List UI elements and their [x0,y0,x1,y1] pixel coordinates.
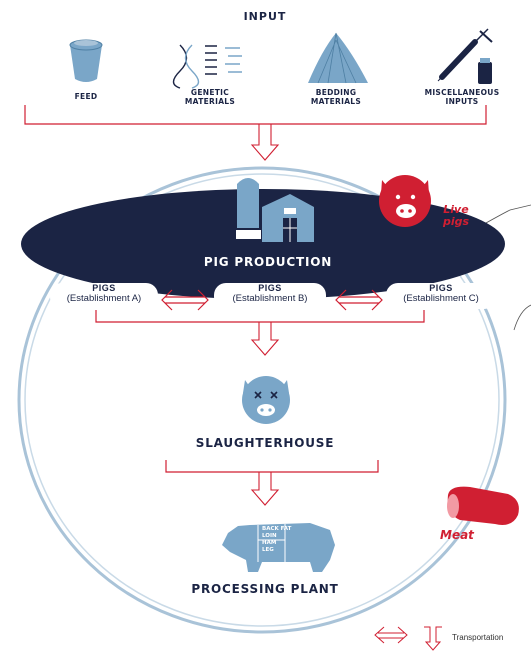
pig-production-ellipse [21,189,505,299]
farm-barn-icon [236,178,314,242]
slaughter-bracket [165,460,379,473]
establishment-b-name: (Establishment B) [232,293,308,304]
cut-loin: LOIN [262,533,277,539]
slaughter-pig-icon [242,376,290,424]
establishment-b-title: PIGS [258,283,282,293]
cut-leg: LEG [262,547,274,553]
cut-back-fat: BACK FAT [262,526,292,532]
salami-icon [447,486,519,525]
legend-transportation-label: Transportation [452,633,504,642]
establishment-a: PIGS (Establishment A) [50,283,158,309]
live-pigs-label: Live pigs [442,203,470,228]
input-feed-label: FEED [74,92,98,101]
legend-transport-arrows-icon [374,626,408,644]
establishment-a-title: PIGS [92,283,116,293]
meat-cuts-pig-icon [222,523,335,572]
down-arrow-slaughter [250,472,280,506]
input-title: INPUT [243,10,287,23]
live-pig-icon [379,175,431,227]
meat-cut-labels: BACK FAT LOIN HAM LEG [262,526,322,554]
feed-bucket-icon [69,39,103,82]
establishment-c: PIGS (Establishment C) [386,283,496,309]
establishment-c-name: (Establishment C) [403,293,479,304]
dna-icon [172,44,242,89]
cut-ham: HAM [262,540,277,546]
side-connector [513,304,531,331]
straw-pile-icon [308,32,368,84]
legend-down-arrow-icon [424,626,442,651]
pig-production-label: PIG PRODUCTION [203,255,333,269]
input-bracket [24,105,487,125]
processing-plant-label: PROCESSING PLANT [191,582,339,596]
input-genetic-label: GENETIC MATERIALS [184,88,236,106]
transport-arrow-b-c [335,289,383,311]
input-misc-label: MISCELLANEOUS INPUTS [424,88,500,106]
down-arrow-production [250,322,280,356]
cycle-ring [17,166,507,634]
transport-arrow-a-b [161,289,209,311]
establishment-c-title: PIGS [429,283,453,293]
down-arrow-input [250,124,280,161]
cycle-ring-inner [24,173,500,627]
establishment-b: PIGS (Establishment B) [214,283,326,309]
establishment-a-name: (Establishment A) [66,293,142,304]
input-bedding-label: BEDDING MATERIALS [310,88,362,106]
meat-label: Meat [440,528,474,542]
production-bracket [95,310,425,323]
syringe-vial-icon [437,28,493,84]
slaughterhouse-label: SLAUGHTERHOUSE [195,436,335,450]
